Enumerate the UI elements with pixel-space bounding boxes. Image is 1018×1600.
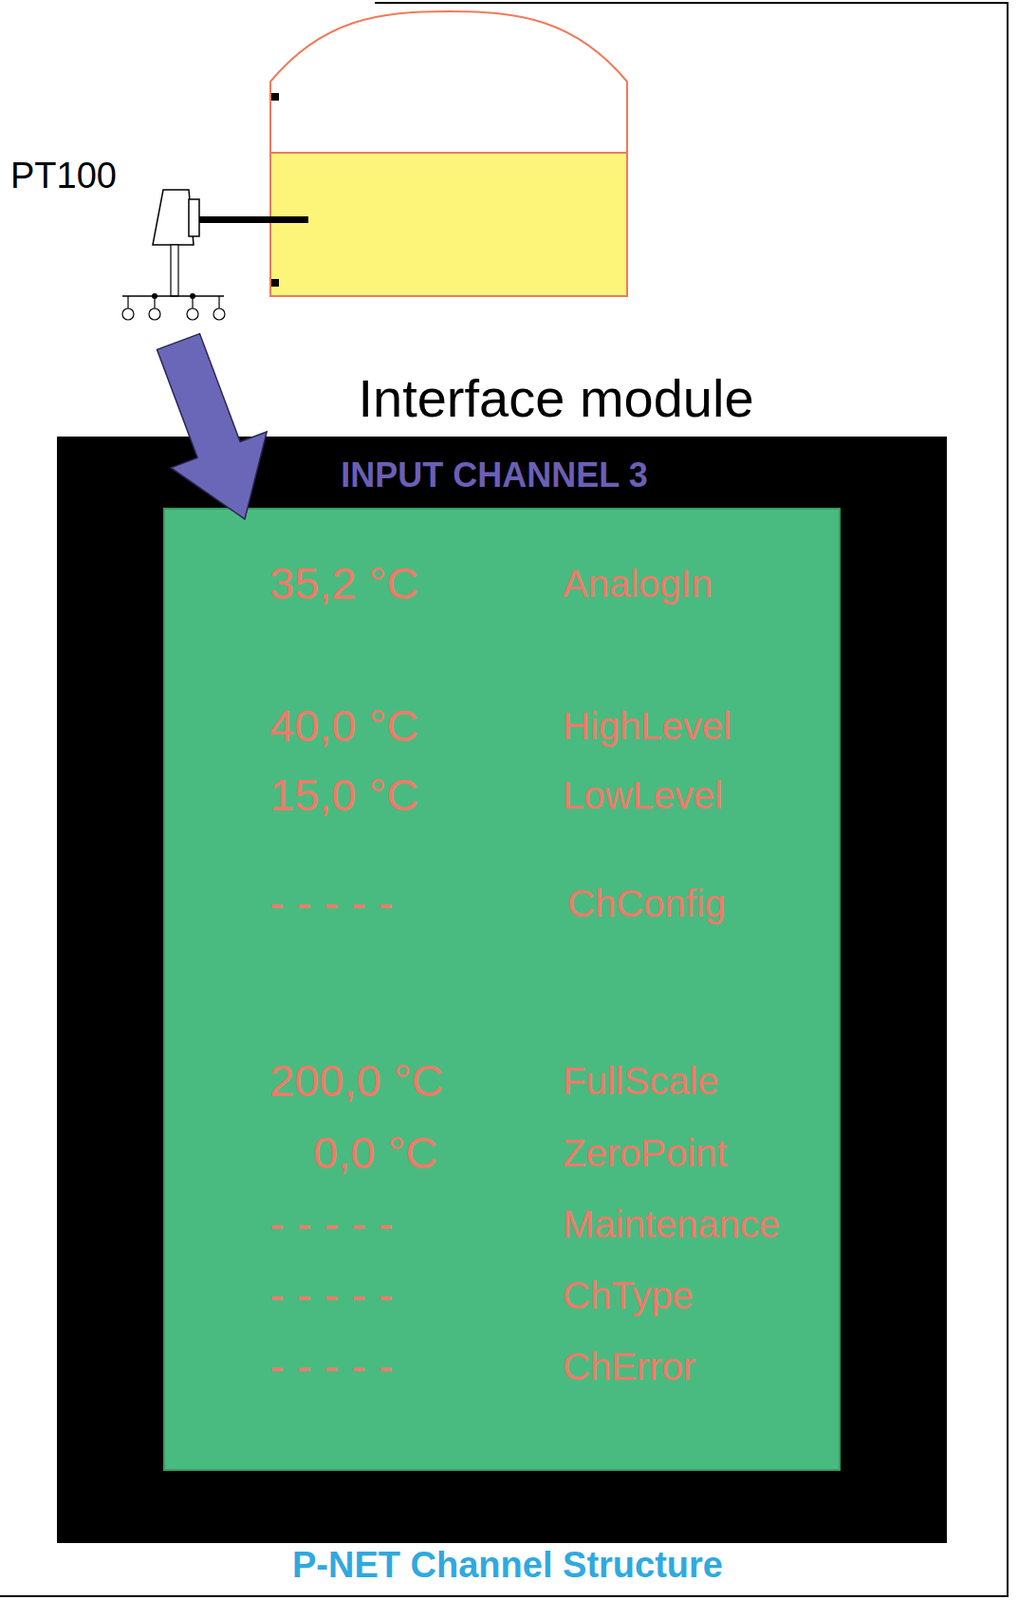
channel-parameter: ChConfig (567, 881, 726, 926)
channel-parameter: FullScale (562, 1058, 720, 1103)
channel-value: 35,2 °C (269, 557, 419, 610)
bus-junction (189, 293, 196, 299)
diagram-caption: P-NET Channel Structure (292, 1544, 723, 1587)
fieldbus-line (122, 295, 224, 297)
tank-nozzle (271, 92, 279, 101)
channel-parameter: HighLevel (562, 703, 732, 748)
sensor-terminal (188, 199, 200, 237)
tank-liquid (271, 152, 627, 296)
interface-module: Interface moduleINPUT CHANNEL 335,2 °CAn… (56, 436, 947, 1543)
channel-parameter: ChType (562, 1273, 694, 1317)
module-heading: Interface module (357, 368, 754, 429)
channel-value: 40,0 °C (269, 700, 419, 752)
channel-value: - - - - - (269, 1269, 394, 1321)
channel-parameter: ChError (562, 1344, 696, 1389)
channel-panel: 35,2 °C AnalogIn 40,0 °C HighLevel 15,0 °C Lo… (163, 507, 841, 1471)
channel-parameter: Maintenance (562, 1202, 780, 1246)
channel-value: - - - - - (269, 1340, 394, 1392)
tank-outline (270, 11, 628, 297)
signal-arrow (157, 333, 268, 519)
channel-parameter: LowLevel (562, 773, 723, 817)
bus-junction (151, 293, 158, 299)
liquid-outline (270, 152, 628, 297)
bus-terminals (122, 296, 225, 320)
channel-heading: INPUT CHANNEL 3 (340, 455, 648, 495)
sensor-label: PT100 (10, 155, 117, 198)
sensor-node: PT100 (4, 151, 238, 342)
sensor-head (152, 189, 194, 245)
channel-value: 200,0 °C (269, 1055, 444, 1107)
channel-value: - - - - - (269, 877, 394, 929)
channel-value: - - - - - (269, 1198, 394, 1250)
channel-value: 0,0 °C (313, 1127, 438, 1179)
tank-nozzle (271, 278, 279, 287)
channel-parameter: AnalogIn (562, 561, 713, 606)
sensor-stem (170, 244, 179, 297)
channel-value: 15,0 °C (269, 769, 419, 821)
channel-parameter: ZeroPoint (562, 1130, 727, 1175)
sensor-probe (199, 216, 309, 223)
